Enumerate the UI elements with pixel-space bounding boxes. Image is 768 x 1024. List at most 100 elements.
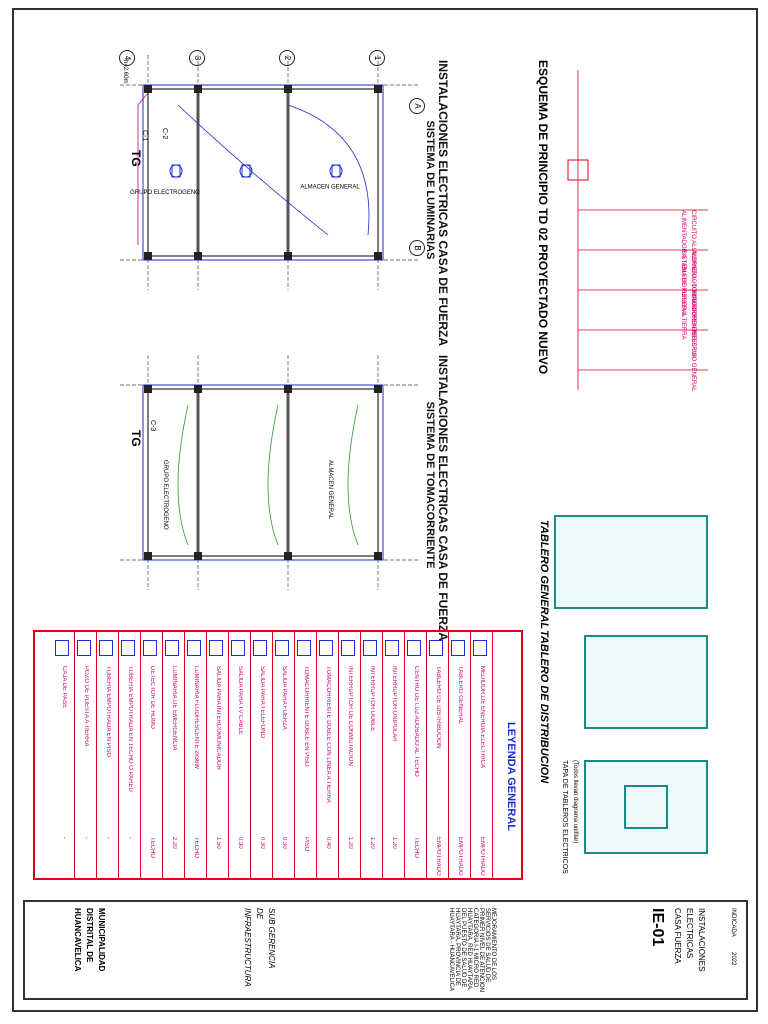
tablero-general-title: TABLERO GENERAL: [538, 520, 550, 630]
plan1-axis-a: A: [409, 98, 425, 114]
legend-description: INTERRUPTOR DE CONMUTACION: [347, 666, 353, 766]
legend-row: TUBERIA EMPOTRADA EN PISO-: [96, 632, 119, 878]
tablero-dist-title: TABLERO DE DISTRIBUCION: [538, 630, 550, 784]
legend-height: -: [127, 837, 133, 839]
legend-row: SALIDA PARA TELEFONO 0.30: [250, 632, 273, 878]
legend-symbol-icon: [297, 640, 311, 656]
legend-title: LEYENDA GENERAL: [505, 722, 517, 831]
legend-row: SALIDA PARA INTERCOMUNICADOR 1.50: [206, 632, 229, 878]
legend-height: 2.20: [171, 837, 177, 849]
legend-height: 0.30: [237, 837, 243, 849]
legend-description: SALIDA PARA INTERCOMUNICADOR: [215, 666, 221, 770]
plan2-drawing: [118, 355, 418, 590]
project-text: MEJORAMIENTO DE LOS SERVICIOS DE SALUD D…: [448, 908, 496, 993]
legend-height: 0.40: [325, 837, 331, 849]
legend-height: EMPOTRADO: [479, 837, 485, 876]
legend-row: TUBERIA EMPOTRADA EN TECHO O PARED -: [118, 632, 141, 878]
legend-symbol-icon: [473, 640, 487, 656]
legend-symbol-icon: [363, 640, 377, 656]
legend-symbol-icon: [121, 640, 135, 656]
legend-symbol-icon: [319, 640, 333, 656]
escala: INDICADA: [730, 908, 736, 937]
legend-row: MEDIDOR DE ENERGIA ELECTRICA EMPOTRADO: [470, 632, 493, 878]
legend-height: 1.20: [391, 837, 397, 849]
plan2-room1: ALMACEN GENERAL: [327, 460, 333, 520]
legend-height: TECHO: [193, 837, 199, 858]
legend-description: SALIDA PARA TELEFONO: [259, 666, 265, 739]
legend-symbol-icon: [275, 640, 289, 656]
tablero-dist-box: [584, 635, 708, 729]
plan1-room1: ALMACEN GENERAL: [300, 184, 360, 191]
tapa-title: TAPA DE TABLEROS ELECTRICOS: [561, 760, 568, 874]
legend-description: INTERRUPTOR UNIPOLAR: [391, 666, 397, 742]
legend-row: CENTRO DE LUZ ADOSADO AL TECHO TECHO: [404, 632, 427, 878]
plan1-c2-label: C-2: [161, 128, 168, 140]
plan1-c1-label: C-1: [141, 130, 148, 142]
plan1-axis-2: 2: [279, 50, 295, 66]
legend-symbol-icon: [385, 640, 399, 656]
tapa-subtitle: (Todos llevan diagrama unifilar): [572, 760, 578, 844]
legend-height: 1.20: [369, 837, 375, 849]
entity-line-1: MUNICIPALIDAD: [97, 908, 106, 972]
plan1-tg-label: TG: [129, 150, 143, 167]
legend-height: EMPOTRADO: [435, 837, 441, 876]
legend-description: LUMINARIA FLUORESCENTE 2x36W: [193, 666, 199, 770]
legend-description: DETECTOR DE HUMO: [149, 666, 155, 729]
gerencia-line-1: SUB GERENCIA: [267, 908, 276, 969]
legend-description: LUMINARIA DE EMERGENCIA: [171, 666, 177, 751]
legend-row: INTERRUPTOR DE CONMUTACION 1.20: [338, 632, 361, 878]
schema-row-4: RESERVA: [690, 330, 696, 359]
plano-line-3: CASA FUERZA: [673, 908, 682, 964]
gerencia-line-3: INFRAESTRUCTURA: [243, 908, 252, 987]
title-block: MUNICIPALIDAD DISTRITAL DE HUANCAVELICA …: [23, 900, 748, 1000]
legend-row: LUMINARIA DE EMERGENCIA 2.20: [162, 632, 185, 878]
legend-description: SALIDA PARA FUERZA: [281, 666, 287, 730]
legend-height: 1.50: [215, 837, 221, 849]
legend-description: POZO DE PUESTA A TIERRA: [83, 666, 89, 747]
legend-description: TABLERO DE DISTRIBUCION: [435, 666, 441, 749]
legend-symbol-icon: [209, 640, 223, 656]
legend-height: EMPOTRADO: [457, 837, 463, 876]
legend-symbol-icon: [451, 640, 465, 656]
legend-symbol-icon: [407, 640, 421, 656]
plan1-axis-b: B: [409, 240, 425, 256]
legend-height: 1.20: [347, 837, 353, 849]
sheet-code: IE-01: [649, 908, 666, 947]
legend-height: TECHO: [413, 837, 419, 858]
legend-symbol-icon: [231, 640, 245, 656]
legend-height: -: [83, 837, 89, 839]
plan1-room2: GRUPO ELECTROGENO: [130, 189, 200, 196]
legend-symbol-icon: [99, 640, 113, 656]
legend-row: CAJA DE PASE-: [52, 632, 75, 878]
legend-height: -: [61, 837, 67, 839]
legend-symbol-icon: [429, 640, 443, 656]
plan1-axis-4: 4: [119, 50, 135, 66]
legend-description: TUBERIA EMPOTRADA EN TECHO O PARED: [127, 666, 133, 792]
legend-symbol-icon: [341, 640, 355, 656]
entity-line-2: DISTRITAL DE: [85, 908, 94, 963]
legend-table: LEYENDA GENERAL MEDIDOR DE ENERGIA ELECT…: [33, 630, 523, 880]
schema-row-6: SISTEMA DE PUESTA A TIERRA: [680, 250, 686, 340]
legend-height: TECHO: [149, 837, 155, 858]
plan1-axis-3: 3: [189, 50, 205, 66]
fecha: 2022: [730, 952, 736, 966]
legend-description: TUBERIA EMPOTRADA EN PISO: [105, 666, 111, 758]
legend-description: MEDIDOR DE ENERGIA ELECTRICA: [479, 666, 485, 769]
legend-description: CENTRO DE LUZ ADOSADO AL TECHO: [413, 666, 419, 777]
legend-height: 0.30: [259, 837, 265, 849]
legend-height: PISO: [303, 837, 309, 852]
gerencia-line-2: DE: [255, 908, 264, 920]
entity-line-3: HUANCAVELICA: [73, 908, 82, 972]
plano-line-2: ELECTRICAS: [685, 908, 694, 959]
legend-row: POZO DE PUESTA A TIERRA -: [74, 632, 97, 878]
legend-symbol-icon: [143, 640, 157, 656]
legend-symbol-icon: [187, 640, 201, 656]
legend-symbol-icon: [55, 640, 69, 656]
plan2-room2: GRUPO ELECTROGENO: [162, 460, 168, 530]
